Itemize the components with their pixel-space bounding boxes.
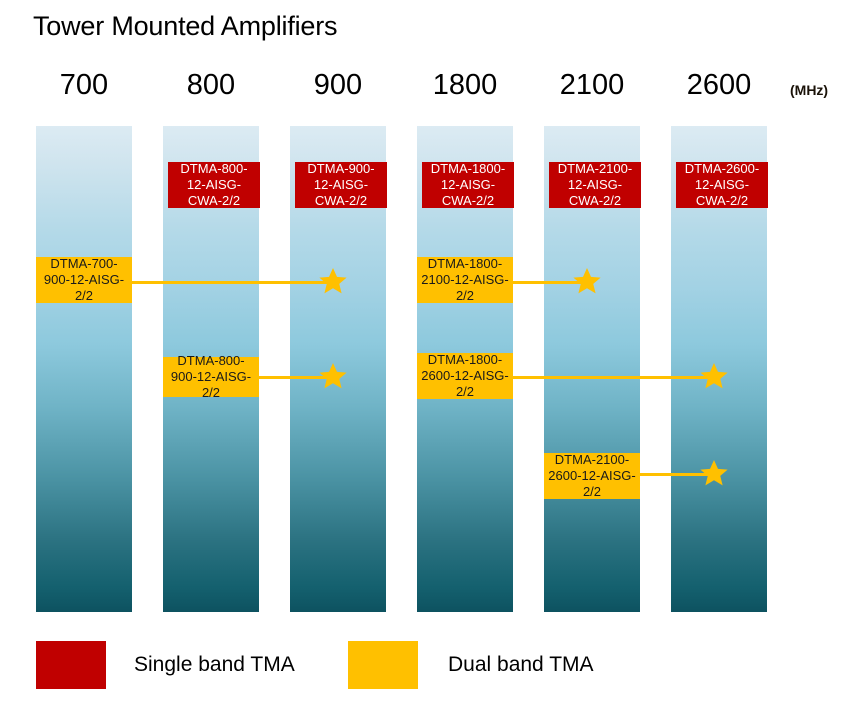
dual-band-tma-label: DTMA-1800-2100-12-AISG-2/2 bbox=[417, 256, 513, 303]
column-header-800: 800 bbox=[186, 69, 236, 101]
column-header-2100: 2100 bbox=[559, 69, 625, 101]
tma-label-text: DTMA-2100-2600-12-AISG-2/2 bbox=[548, 452, 636, 499]
column-header-700: 700 bbox=[59, 69, 109, 101]
legend-label-single-band: Single band TMA bbox=[134, 653, 295, 676]
star-icon bbox=[572, 266, 602, 296]
single-band-tma-label: DTMA-2100-12-AISG-CWA-2/2 bbox=[549, 161, 641, 208]
tma-label-text: DTMA-700-900-12-AISG-2/2 bbox=[43, 256, 125, 303]
dual-band-tma-label: DTMA-2100-2600-12-AISG-2/2 bbox=[544, 452, 640, 499]
single-band-tma-label: DTMA-1800-12-AISG-CWA-2/2 bbox=[422, 161, 514, 208]
dual-band-tma-label: DTMA-700-900-12-AISG-2/2 bbox=[36, 256, 132, 303]
column-header-900: 900 bbox=[313, 69, 363, 101]
tma-label-text: DTMA-1800-2100-12-AISG-2/2 bbox=[421, 256, 509, 303]
connector-line bbox=[513, 376, 711, 379]
tma-label-text: DTMA-800-900-12-AISG-2/2 bbox=[170, 353, 252, 400]
star-icon bbox=[699, 361, 729, 391]
single-band-tma-label: DTMA-2600-12-AISG-CWA-2/2 bbox=[676, 161, 768, 208]
dual-band-tma-label: DTMA-1800-2600-12-AISG-2/2 bbox=[417, 352, 513, 399]
dual-band-tma-label: DTMA-800-900-12-AISG-2/2 bbox=[163, 353, 259, 400]
tma-label-text: DTMA-900-12-AISG-CWA-2/2 bbox=[307, 161, 375, 208]
connector-line bbox=[259, 376, 330, 379]
page-title: Tower Mounted Amplifiers bbox=[33, 11, 338, 41]
legend-label-dual-band: Dual band TMA bbox=[448, 653, 594, 676]
connector-line bbox=[132, 281, 330, 284]
band-bar-700 bbox=[36, 126, 132, 612]
column-header-1800: 1800 bbox=[432, 69, 498, 101]
single-band-tma-label: DTMA-800-12-AISG-CWA-2/2 bbox=[168, 161, 260, 208]
legend-swatch-dual-band bbox=[348, 641, 418, 689]
tma-label-text: DTMA-2600-12-AISG-CWA-2/2 bbox=[684, 161, 760, 208]
single-band-tma-label: DTMA-900-12-AISG-CWA-2/2 bbox=[295, 161, 387, 208]
star-icon bbox=[699, 458, 729, 488]
connector-line bbox=[640, 473, 711, 476]
column-header-2600: 2600 bbox=[686, 69, 752, 101]
tma-label-text: DTMA-1800-12-AISG-CWA-2/2 bbox=[430, 161, 506, 208]
tma-label-text: DTMA-800-12-AISG-CWA-2/2 bbox=[180, 161, 248, 208]
legend-swatch-single-band bbox=[36, 641, 106, 689]
tma-label-text: DTMA-1800-2600-12-AISG-2/2 bbox=[421, 352, 509, 399]
star-icon bbox=[318, 266, 348, 296]
unit-label: (MHz) bbox=[790, 82, 829, 98]
tma-label-text: DTMA-2100-12-AISG-CWA-2/2 bbox=[557, 161, 633, 208]
star-icon bbox=[318, 361, 348, 391]
connector-line bbox=[513, 281, 584, 284]
